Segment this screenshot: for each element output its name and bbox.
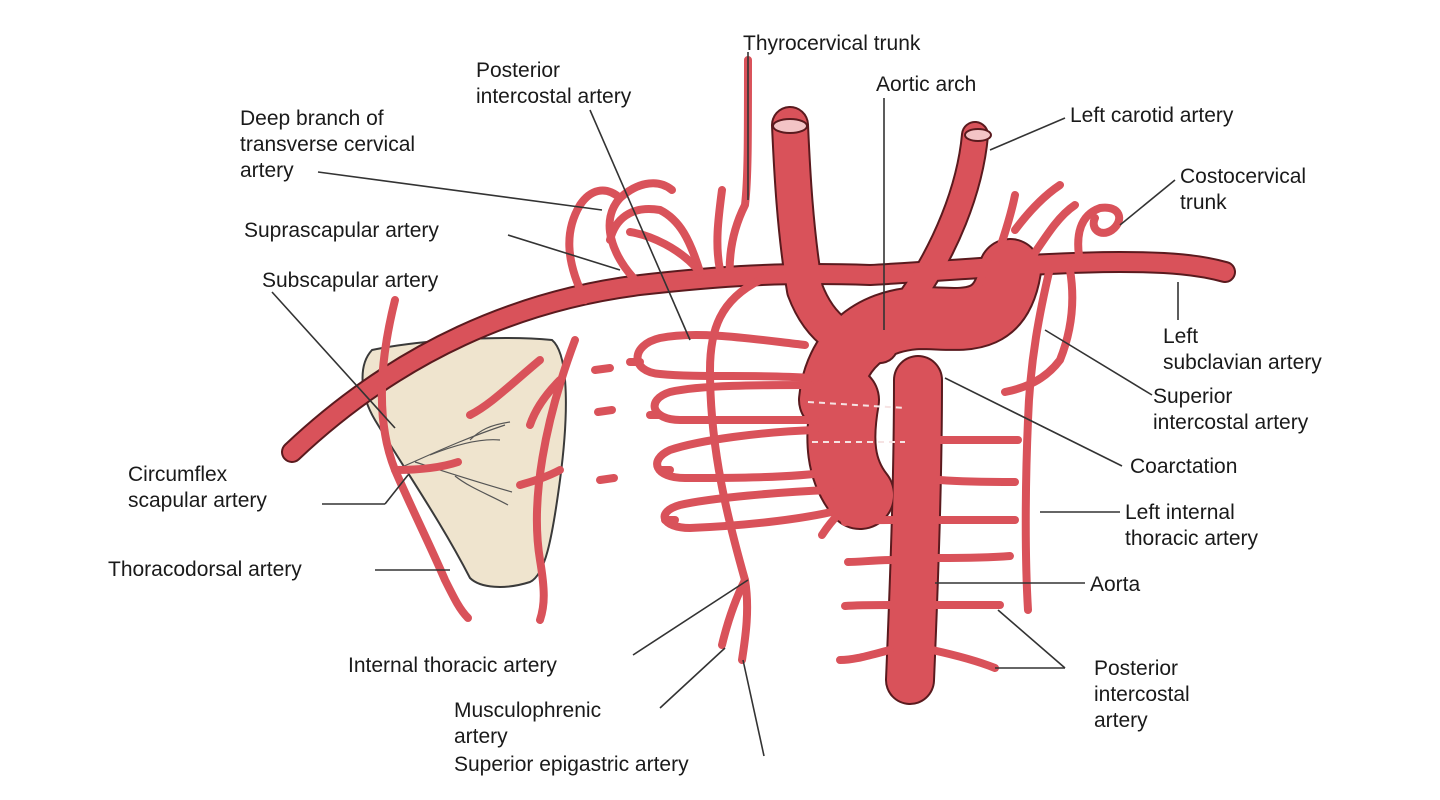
branch-arteries (377, 56, 1124, 672)
scapular-anastomoses (394, 421, 513, 506)
arterial-tree (283, 108, 1234, 703)
carotid-opening (964, 128, 992, 142)
brachiocephalic-opening (772, 118, 808, 134)
label-coarctation: Coarctation (1130, 455, 1238, 478)
ascending-aorta-bulb (808, 367, 893, 528)
aortic-arch-vessel (800, 240, 1040, 430)
label-posterior-intercostal-bottom: Posterior intercostal artery (1094, 657, 1190, 732)
label-suprascapular-artery: Suprascapular artery (244, 219, 439, 242)
label-aorta: Aorta (1090, 573, 1141, 596)
label-left-subclavian-artery: Left subclavian artery (1163, 325, 1322, 374)
label-thyrocervical-trunk: Thyrocervical trunk (743, 32, 921, 55)
label-superior-epigastric-artery: Superior epigastric artery (454, 753, 689, 776)
label-aortic-arch: Aortic arch (876, 73, 977, 96)
label-superior-intercostal-artery: Superior intercostal artery (1153, 385, 1309, 434)
label-internal-thoracic-artery: Internal thoracic artery (348, 654, 557, 677)
label-costocervical-trunk: Costocervical trunk (1180, 165, 1307, 214)
label-thoracodorsal-artery: Thoracodorsal artery (108, 558, 302, 581)
label-musculophrenic-artery: Musculophrenic artery (454, 699, 602, 748)
label-subscapular-artery: Subscapular artery (262, 269, 439, 292)
label-left-carotid-artery: Left carotid artery (1070, 104, 1234, 127)
label-deep-branch: Deep branch of transverse cervical arter… (240, 107, 416, 182)
label-posterior-intercostal-top: Posterior intercostal artery (476, 59, 632, 108)
descending-aorta-vessel (887, 357, 941, 703)
label-circumflex-scapular-artery: Circumflex scapular artery (128, 463, 267, 512)
leader-lines (271, 52, 1179, 757)
label-left-internal-thoracic-artery: Left internal thoracic artery (1125, 501, 1259, 550)
coarctation-marks (807, 401, 906, 443)
